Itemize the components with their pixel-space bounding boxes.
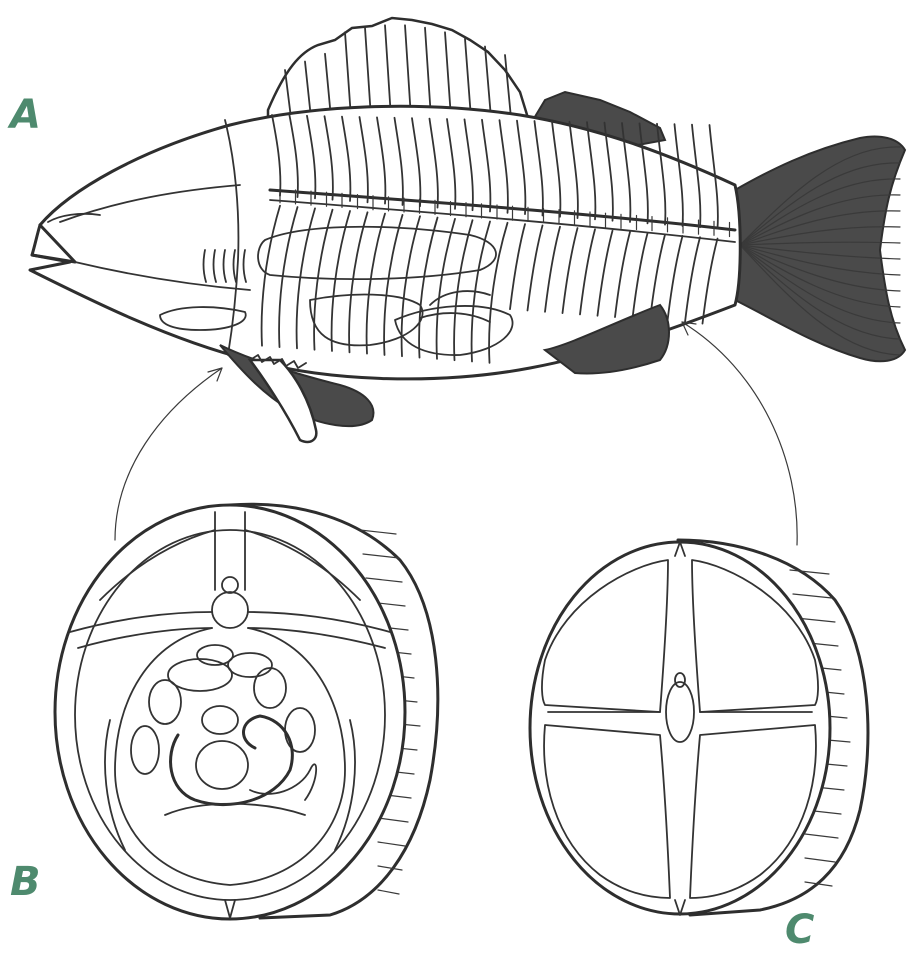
cross-section-b-abdominal: [55, 504, 438, 919]
cross-section-c-caudal: [530, 540, 868, 915]
section-b-side-hatch: [378, 890, 399, 894]
label-a: A: [7, 92, 41, 138]
fish-whole-body: [30, 18, 905, 442]
section-b-outer-wall: [55, 505, 405, 919]
arrow-to-section-c: [682, 322, 797, 545]
spiny-dorsal-fin: [268, 18, 528, 118]
label-b: B: [10, 859, 41, 905]
label-c: C: [785, 907, 814, 953]
